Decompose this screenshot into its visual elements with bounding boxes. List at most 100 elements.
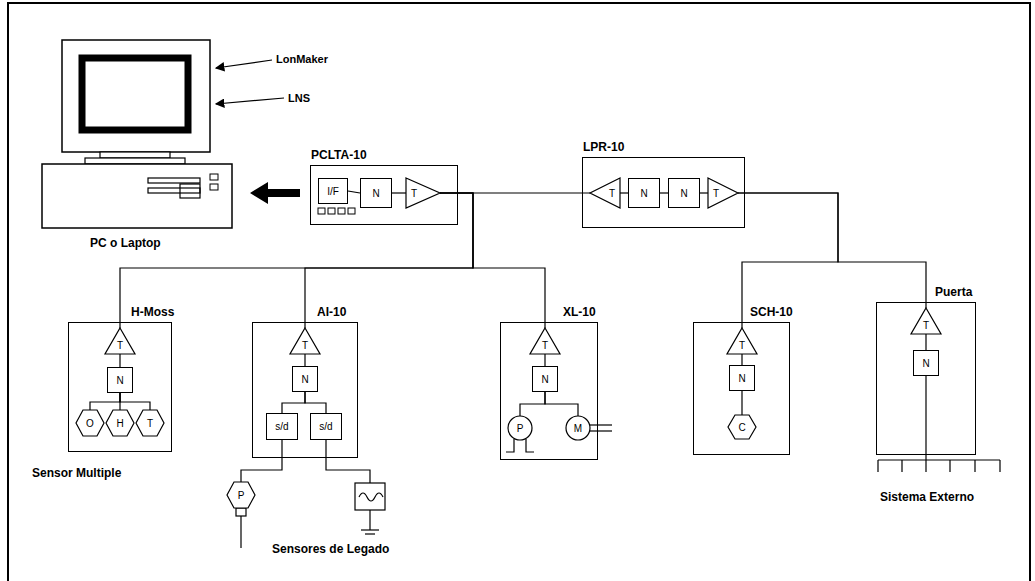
link-arrow [250, 182, 300, 204]
outline [136, 410, 164, 436]
block-letter: C [738, 422, 745, 433]
outline [728, 415, 756, 439]
transceiver-triangle-outline [590, 178, 620, 208]
network-wire [305, 193, 473, 328]
drive-slot [148, 178, 200, 183]
block-letter: N [372, 188, 379, 199]
block-letter: T [411, 188, 417, 199]
port [318, 208, 325, 214]
terminal [506, 439, 514, 452]
device-name: PCLTA-10 [311, 148, 367, 162]
network-wire [348, 191, 360, 193]
outline [105, 328, 135, 354]
network-wire [305, 392, 326, 413]
block-box: N [628, 178, 660, 208]
block-letter: O [86, 418, 94, 429]
button [210, 174, 218, 180]
transceiver-triangle: T [105, 328, 135, 354]
terminal [526, 439, 534, 452]
transceiver-triangle: T [708, 178, 738, 208]
wire [925, 376, 926, 460]
block-box: N [360, 178, 392, 208]
network-wire [741, 354, 742, 365]
sensor-hexagon: O [76, 410, 104, 436]
network-wire [440, 193, 545, 328]
block-letter: T [923, 320, 929, 331]
device-name: H-Moss [131, 305, 174, 319]
block-box: N [729, 365, 755, 391]
transceiver-triangle: T [727, 328, 757, 354]
network-wire [738, 193, 838, 328]
network-wire [520, 392, 545, 416]
device-name: SCH-10 [750, 305, 793, 319]
sensor-stem [240, 516, 241, 548]
port [338, 208, 345, 214]
outline [227, 482, 255, 508]
monitor-case [62, 40, 210, 152]
external-bus [878, 459, 1000, 460]
block-letter: T [609, 188, 615, 199]
device-circle: M [566, 416, 590, 440]
caption-label: Sistema Externo [880, 490, 974, 504]
device-name: XL-10 [563, 305, 596, 319]
network-wire [120, 393, 150, 410]
block-letter: N [738, 373, 745, 384]
port [348, 208, 355, 214]
network-wire [925, 334, 926, 350]
monitor-screen [82, 58, 188, 130]
block-letter: N [541, 374, 548, 385]
monitor-neck [100, 152, 170, 158]
transceiver-triangle: T [590, 178, 620, 208]
wave-symbol [359, 493, 383, 501]
ground-symbol [361, 529, 379, 530]
computer-case [42, 164, 232, 228]
network-wire [282, 392, 305, 413]
caption-label: Sensores de Legado [272, 542, 389, 556]
external-taps [878, 460, 1000, 472]
network-wire [620, 192, 628, 193]
leader-line [216, 60, 272, 68]
network-wire [119, 354, 120, 367]
device-name: AI-10 [317, 305, 346, 319]
block-box: s/d [310, 413, 342, 440]
block-box: N [292, 366, 318, 392]
sensor-body [236, 508, 246, 516]
block-box: s/d [266, 413, 298, 440]
frame [8, 3, 1030, 581]
outline [911, 308, 941, 334]
transceiver-triangle: T [290, 328, 320, 354]
port [328, 208, 335, 214]
transceiver-triangle: T [911, 308, 941, 334]
network-wire [392, 192, 406, 193]
drive-slot [148, 188, 200, 193]
device-name: LPR-10 [583, 140, 624, 154]
outline [508, 416, 532, 440]
signal-sensor [355, 483, 385, 510]
block-box: N [532, 366, 558, 392]
caption-label: LNS [288, 91, 310, 105]
device-box: AI-10TNs/ds/d [252, 322, 358, 458]
block-letter: P [238, 490, 245, 501]
block-letter: P [517, 423, 524, 434]
outline [566, 416, 590, 440]
block-letter: T [147, 418, 153, 429]
block-letter: s/d [319, 421, 332, 432]
leader-line [216, 98, 284, 104]
button [210, 184, 218, 190]
device-box: H-MossTNOHT [68, 322, 172, 452]
network-wire [544, 354, 545, 366]
ground-wire [369, 510, 370, 530]
network-wire [741, 391, 742, 415]
monitor-base [85, 158, 185, 164]
block-letter: T [713, 188, 719, 199]
network-wire [120, 193, 473, 328]
device-circle: P [508, 416, 532, 440]
wire [326, 440, 370, 483]
block-letter: T [302, 340, 308, 351]
ground-symbol [365, 533, 375, 534]
caption-label: Sensor Multiple [32, 466, 121, 480]
block-letter: N [680, 188, 687, 199]
